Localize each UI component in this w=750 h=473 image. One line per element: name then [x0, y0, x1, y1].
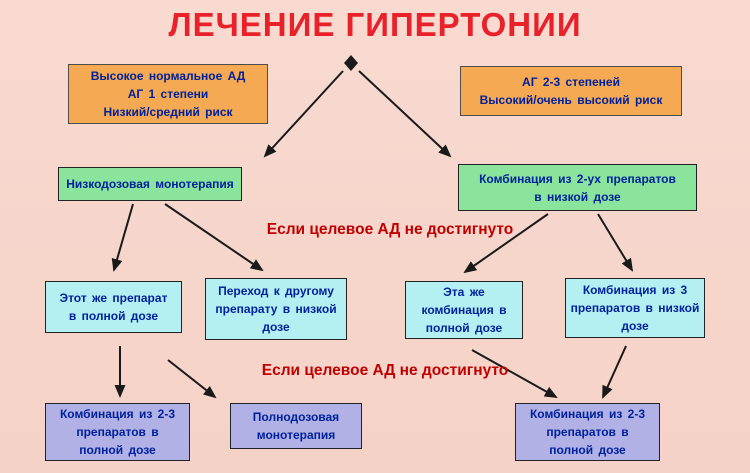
node-line: Низкодозовая монотерапия	[66, 177, 234, 191]
node-line: дозе	[262, 320, 290, 334]
node-line: Этот же препарат	[59, 291, 168, 305]
node-line: Полнодозовая	[252, 410, 340, 424]
node-line: полной дозе	[425, 321, 503, 335]
page-title: ЛЕЧЕНИЕ ГИПЕРТОНИИ	[168, 6, 582, 43]
node-combo-2-3-full-dose-left: Комбинация из 2-3 препаратов в полной до…	[45, 403, 190, 461]
node-ag-2-3-high-risk: АГ 2-3 степеней Высокий/очень высокий ри…	[460, 66, 682, 116]
node-line: Высокое нормальное АД	[90, 69, 246, 83]
node-three-drug-combination-low-dose: Комбинация из 3 препаратов в низкой дозе	[565, 278, 705, 338]
node-switch-drug-low-dose: Переход к другому препарату в низкой доз…	[205, 278, 347, 340]
node-line: Комбинация из 2-3	[529, 407, 646, 421]
node-line: препаратов в	[76, 425, 159, 439]
node-line: полной дозе	[549, 443, 626, 457]
node-line: полной дозе	[79, 443, 156, 457]
node-low-dose-monotherapy: Низкодозовая монотерапия	[58, 167, 242, 201]
node-line: Комбинация из 3	[582, 283, 688, 297]
node-line: Низкий/средний риск	[103, 105, 233, 119]
node-line: Комбинация из 2-ух препаратов	[479, 171, 676, 186]
node-line: в низкой дозе	[534, 189, 621, 204]
node-two-drug-combination-low-dose: Комбинация из 2-ух препаратов в низкой д…	[458, 164, 697, 211]
node-line: АГ 2-3 степеней	[522, 75, 620, 89]
node-line: препаратов в низкой	[570, 301, 700, 315]
node-line: препаратов в	[546, 425, 629, 439]
node-line: дозе	[621, 319, 649, 333]
junction-diamond	[344, 55, 358, 71]
node-high-normal-bp: Высокое нормальное АД АГ 1 степени Низки…	[68, 64, 268, 124]
node-line: комбинация в	[421, 303, 507, 317]
node-same-drug-full-dose: Этот же препарат в полной дозе	[45, 281, 182, 333]
node-line: в полной дозе	[68, 309, 159, 323]
node-line: Переход к другому	[218, 284, 334, 298]
node-full-dose-monotherapy: Полнодозовая монотерапия	[230, 403, 362, 449]
node-line: препарату в низкой	[215, 302, 337, 316]
node-line: монотерапия	[256, 428, 336, 442]
node-line: Эта же	[443, 285, 485, 299]
node-line: АГ 1 степени	[127, 87, 209, 101]
node-same-combination-full-dose: Эта же комбинация в полной дозе	[405, 281, 523, 339]
node-line: Комбинация из 2-3	[59, 407, 176, 421]
flow-note-target-bp-not-reached-2: Если целевое АД не достигнуто	[261, 362, 509, 379]
node-line: Высокий/очень высокий риск	[479, 93, 663, 107]
node-combo-2-3-full-dose-right: Комбинация из 2-3 препаратов в полной до…	[515, 403, 660, 461]
flow-note-target-bp-not-reached-1: Если целевое АД не достигнуто	[266, 221, 514, 238]
